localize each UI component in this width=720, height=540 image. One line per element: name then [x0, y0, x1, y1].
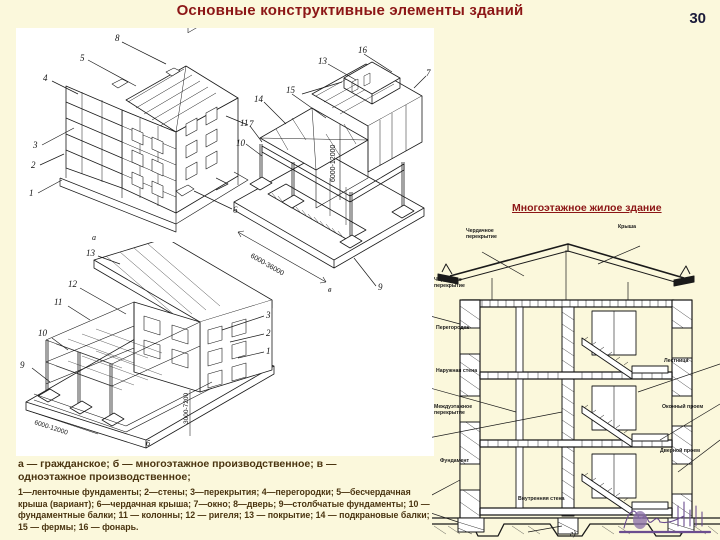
dimension-b-height: 3000-7200 [183, 393, 190, 424]
page-title: Основные конструктивные элементы зданий [176, 2, 524, 19]
label-partition: Перегородка [436, 325, 469, 331]
callout-10: 10 [236, 138, 246, 148]
callout-14: 14 [254, 94, 264, 104]
callout-5: 5 [80, 53, 85, 63]
drawings-panel: 8 5 4 3 2 1 7 6 а [16, 28, 434, 456]
label-interior-wall: Внутренняя стена [518, 496, 565, 502]
label-window-opening: Оконный проем [662, 404, 704, 410]
right-section-title: Многоэтажное жилое здание [512, 202, 662, 214]
callout-3: 3 [32, 140, 38, 150]
callout-7b: 7 [426, 68, 431, 78]
figure-letter-a: а [92, 233, 96, 242]
callout-8: 8 [115, 33, 120, 43]
label-door-opening: Дверной проем [660, 448, 700, 454]
callout-2: 2 [31, 160, 36, 170]
label-exterior-wall: Наружная стена [436, 368, 478, 374]
caption-main-line1: а — гражданское; б — многоэтажное произв… [18, 458, 337, 470]
label-stairs: Лестница [664, 358, 689, 364]
caption-legend: 1—ленточные фундаменты; 2—стены; 3—перек… [18, 487, 430, 532]
callout-11b: 11 [54, 297, 62, 307]
label-attic-floor-left: Чердачное перекрытие [434, 277, 465, 290]
callout-4: 4 [43, 73, 48, 83]
callout-9: 9 [378, 282, 383, 292]
label-interfloor-slab: Междуэтажное перекрытие [434, 404, 473, 417]
section-figure-letter: г) [570, 529, 576, 538]
building-cross-section: г) [432, 216, 720, 540]
label-foundation: Фундамент [440, 458, 470, 464]
signature-watermark [618, 501, 712, 534]
label-roof: Крыша [618, 224, 636, 230]
caption-block: а — гражданское; б — многоэтажное произв… [18, 458, 438, 533]
page-number: 30 [689, 10, 706, 27]
figure-civil-residential: 8 5 4 3 2 1 7 6 а [16, 28, 256, 250]
callout-1b: 1 [266, 346, 271, 356]
caption-main-line2: одноэтажное производственное; [18, 471, 191, 483]
callout-7: 7 [249, 119, 254, 129]
callout-3b: 3 [265, 310, 271, 320]
callout-6: 6 [233, 205, 238, 215]
callout-13: 13 [318, 56, 328, 66]
label-attic-floor-top: Чердачное перекрытие [466, 228, 497, 241]
figure-letter-b: б [146, 439, 151, 448]
callout-13b: 13 [86, 248, 96, 258]
callout-1: 1 [29, 188, 34, 198]
dimension-height: 6000-12000 [330, 145, 337, 182]
figure-letter-v: в [328, 285, 332, 294]
figure-single-storey-industrial: 13 16 15 14 11 10 9 7 в 6000-36000 6000-… [216, 32, 434, 298]
callout-11: 11 [240, 118, 248, 128]
callout-16: 16 [358, 45, 368, 55]
figure-multistorey-industrial: 13 12 11 10 9 3 2 1 б 6000-12000 3000-72… [16, 242, 284, 454]
callout-2b: 2 [266, 328, 271, 338]
callout-10b: 10 [38, 328, 48, 338]
callout-15: 15 [286, 85, 296, 95]
callout-12: 12 [68, 279, 78, 289]
callout-9b: 9 [20, 360, 25, 370]
